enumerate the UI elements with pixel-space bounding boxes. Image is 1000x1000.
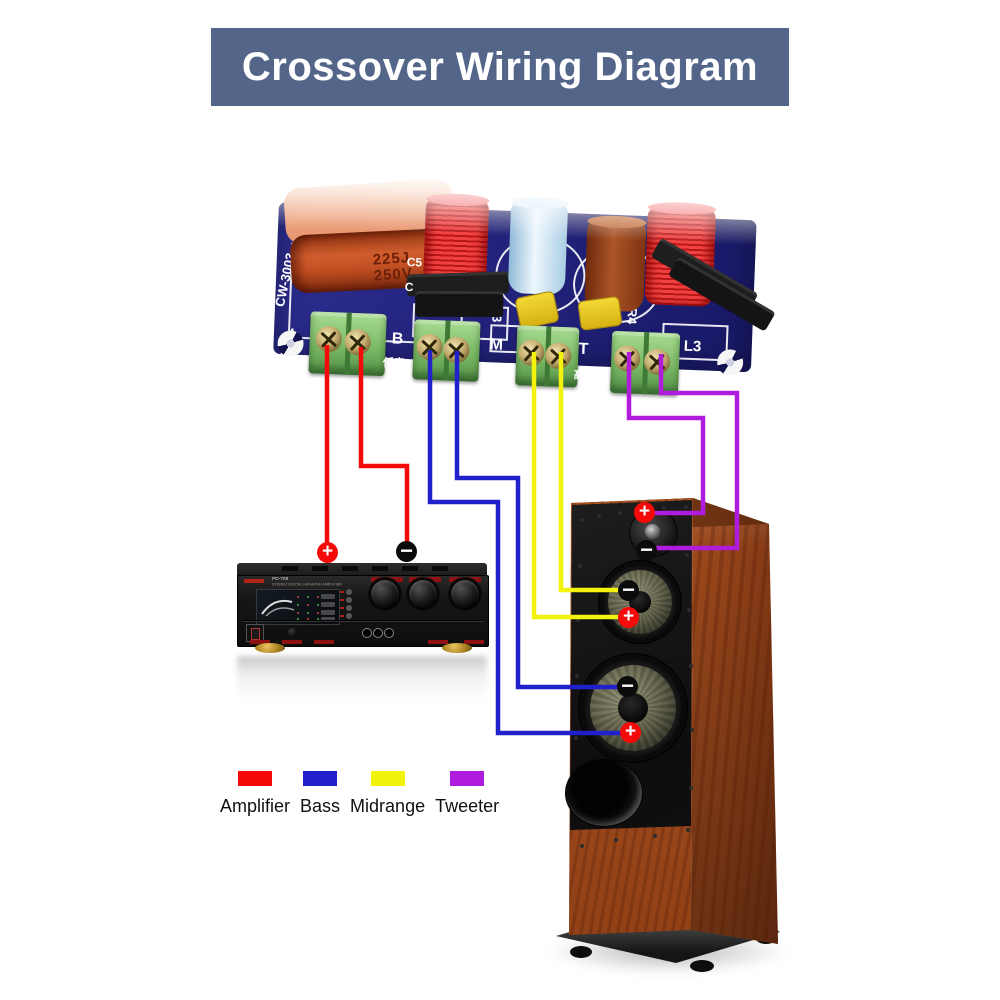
page-title: Crossover Wiring Diagram xyxy=(241,44,759,89)
mic-jack xyxy=(373,628,383,638)
display-buttons xyxy=(321,594,335,599)
tower-speaker xyxy=(546,478,795,983)
power-switch xyxy=(246,624,264,642)
amp-subtitle-label: STEREO DIGITAL KARAOKE AMPLIFIER xyxy=(272,583,342,587)
terminal-block-tweeter xyxy=(609,330,681,396)
legend-item-midrange: Midrange xyxy=(350,771,425,817)
amp-knob xyxy=(370,579,400,609)
terminal-block-midrange xyxy=(515,325,580,388)
mic-jack xyxy=(384,628,394,638)
terminal-screw xyxy=(344,328,372,356)
mounting-hole xyxy=(716,348,744,376)
legend-swatch-amplifier xyxy=(238,771,272,786)
legend-swatch-bass xyxy=(303,771,338,786)
coil-top xyxy=(426,192,490,208)
crossover-board: CW-3003 C5 C R3 R4 L3 225J 250V xyxy=(247,130,797,396)
terminal-screw xyxy=(517,339,545,367)
title-banner: Crossover Wiring Diagram xyxy=(211,28,789,106)
legend-label-tweeter: Tweeter xyxy=(435,796,500,816)
legend-item-tweeter: Tweeter xyxy=(435,771,499,817)
woofer-negative-badge: − xyxy=(617,675,638,697)
amp-red-marks xyxy=(340,591,344,593)
led-dots xyxy=(297,596,299,598)
terminal-screw xyxy=(643,348,671,376)
woofer-positive-badge: + xyxy=(620,722,641,743)
panel-divider xyxy=(242,620,484,621)
coil-top xyxy=(647,201,717,216)
terminal-screw xyxy=(315,325,343,353)
amp-mini-knobs xyxy=(288,628,297,637)
amp-reflection xyxy=(237,656,487,700)
baffle-screws xyxy=(580,518,584,522)
bass-port xyxy=(565,759,643,827)
terminal-block-input xyxy=(308,311,387,377)
amp-front-panel: PD-708 STEREO DIGITAL KARAOKE AMPLIFIER xyxy=(237,575,489,647)
amp-top-panel xyxy=(237,563,487,577)
coil-clamp xyxy=(415,290,504,318)
amp-positive-badge: + xyxy=(317,542,338,563)
amp-display xyxy=(256,589,340,625)
amp-small-buttons xyxy=(346,589,352,595)
amp-model-label: PD-708 xyxy=(272,577,289,582)
terminal-cn-tweeter: 高音 xyxy=(573,368,596,383)
legend-label-amplifier: Amplifier xyxy=(220,796,291,816)
terminal-screw xyxy=(544,342,572,370)
terminal-screw xyxy=(442,336,470,364)
capacitor-yellow xyxy=(577,295,623,332)
legend-label-bass: Bass xyxy=(300,796,341,816)
capacitor-value-label: 225J 250V xyxy=(372,249,414,285)
amp-knob xyxy=(408,579,438,609)
color-legend: Amplifier Bass Midrange Tweeter xyxy=(220,771,499,817)
legend-item-amplifier: Amplifier xyxy=(220,771,290,817)
legend-item-bass: Bass xyxy=(300,771,340,817)
amp-foot xyxy=(442,643,472,653)
tweeter-positive-badge: + xyxy=(634,502,655,523)
speaker-foot xyxy=(690,960,714,972)
terminal-block-bass xyxy=(412,319,481,382)
midrange-positive-badge: + xyxy=(618,607,639,628)
terminal-cn-midrange: 中音 xyxy=(484,362,507,376)
amp-foot xyxy=(255,643,285,653)
mic-jack xyxy=(362,628,372,638)
amp-red-strips xyxy=(250,640,270,644)
legend-label-midrange: Midrange xyxy=(350,796,426,816)
eagle-graphic xyxy=(261,599,295,617)
tweeter-negative-badge: − xyxy=(636,539,657,561)
terminal-screw xyxy=(416,333,444,361)
wire-amplifier-negative xyxy=(358,347,410,552)
terminal-letter-tweeter: T xyxy=(578,340,589,358)
terminal-letter-bass: B xyxy=(391,330,404,348)
capacitor-electrolytic-blue xyxy=(507,195,569,296)
cabinet-side xyxy=(691,498,778,944)
ref-l3-label: L3 xyxy=(683,337,702,356)
speaker-foot xyxy=(570,946,592,958)
terminal-screw xyxy=(613,344,641,372)
amp-knob xyxy=(450,579,480,609)
terminal-letter-midrange: M xyxy=(489,336,504,354)
midrange-negative-badge: − xyxy=(618,579,639,601)
terminal-cn-bass: 低音 xyxy=(382,356,406,370)
amp-vents xyxy=(282,566,298,571)
amp-negative-badge: − xyxy=(396,540,417,562)
ref-c-label: C xyxy=(404,279,414,295)
ref-c5-label: C5 xyxy=(406,254,423,270)
legend-swatch-midrange xyxy=(370,771,405,786)
legend-swatch-tweeter xyxy=(450,771,485,786)
amp-brand-logo xyxy=(244,579,264,583)
cap-top xyxy=(510,195,569,211)
